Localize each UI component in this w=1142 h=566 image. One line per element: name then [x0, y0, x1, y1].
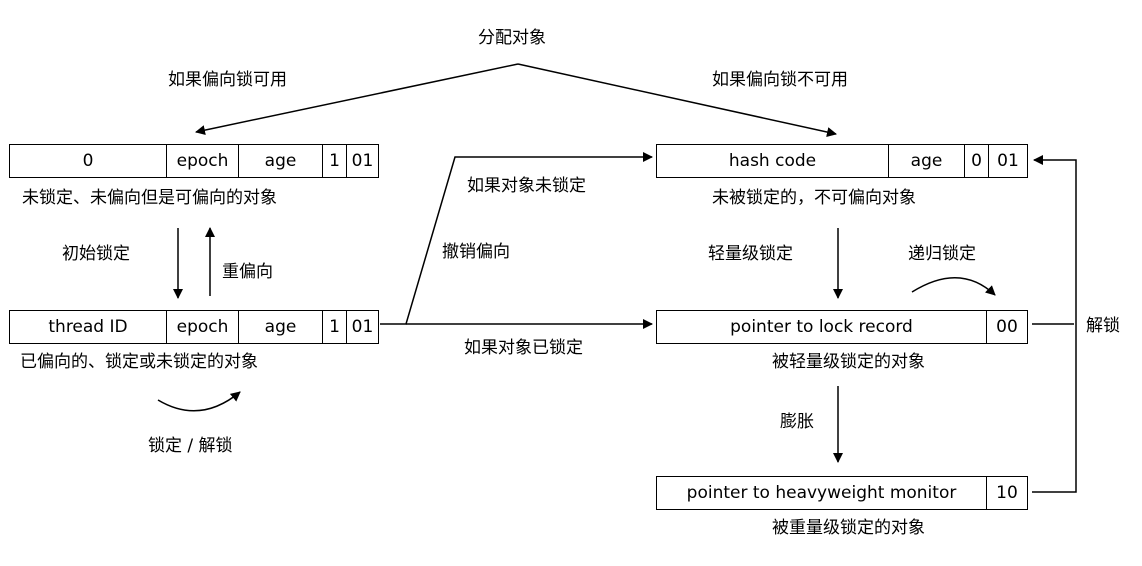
branch-left-label: 如果偏向锁可用 [168, 70, 287, 90]
branch-right-label: 如果偏向锁不可用 [712, 70, 848, 90]
label-lock-unlock: 锁定 / 解锁 [148, 436, 233, 456]
field-epoch: epoch [167, 145, 239, 177]
arrow-recursive-lock [911, 277, 996, 296]
record-unbiasable: hash code age 0 01 [656, 144, 1028, 178]
arrow-to-unbiasable [517, 63, 837, 137]
field-age: age [889, 145, 965, 177]
label-inflate: 膨胀 [780, 412, 814, 432]
caption-biasable: 未锁定、未偏向但是可偏向的对象 [22, 188, 277, 208]
record-lightweight: pointer to lock record 00 [656, 310, 1028, 344]
field-biased-flag: 0 [965, 145, 989, 177]
field-lock-bits: 00 [996, 317, 1018, 337]
field-hash-code: hash code [657, 145, 889, 177]
field-zero: 0 [10, 145, 167, 177]
label-if-unlocked: 如果对象未锁定 [467, 176, 586, 196]
caption-unbiasable: 未被锁定的，不可偏向对象 [712, 188, 916, 208]
arrow-unlock-loop [1032, 155, 1077, 493]
arrow-revoke-unlocked [380, 152, 653, 325]
label-rebias: 重偏向 [222, 262, 273, 282]
field-epoch: epoch [167, 311, 239, 343]
label-initial-lock: 初始锁定 [62, 244, 130, 264]
field-lock-bits: 10 [996, 483, 1018, 503]
record-heavyweight: pointer to heavyweight monitor 10 [656, 476, 1028, 510]
record-biased: thread ID epoch age 1 01 [9, 310, 379, 344]
field-age: age [239, 145, 323, 177]
label-unlock: 解锁 [1086, 316, 1120, 336]
label-lightweight-lock: 轻量级锁定 [708, 244, 793, 264]
field-biased-flag: 1 [323, 311, 347, 343]
arrow-to-biasable [195, 63, 519, 136]
field-lock-bits: 01 [351, 151, 374, 171]
field-thread-id: thread ID [10, 311, 167, 343]
field-lock-bits: 01 [997, 151, 1019, 171]
field-biased-flag: 1 [323, 145, 347, 177]
field-monitor-pointer: pointer to heavyweight monitor [657, 477, 987, 509]
label-revoke-bias: 撤销偏向 [442, 242, 510, 262]
root-label: 分配对象 [478, 28, 546, 48]
field-age: age [239, 311, 323, 343]
caption-lightweight: 被轻量级锁定的对象 [772, 352, 925, 372]
caption-biased: 已偏向的、锁定或未锁定的对象 [20, 352, 258, 372]
field-lock-record-pointer: pointer to lock record [657, 311, 987, 343]
label-if-locked: 如果对象已锁定 [464, 338, 583, 358]
label-recursive-lock: 递归锁定 [908, 244, 976, 264]
field-lock-bits: 01 [351, 317, 374, 337]
caption-heavyweight: 被重量级锁定的对象 [772, 518, 925, 538]
record-biasable: 0 epoch age 1 01 [9, 144, 379, 178]
arrow-lock-unlock [157, 391, 241, 412]
